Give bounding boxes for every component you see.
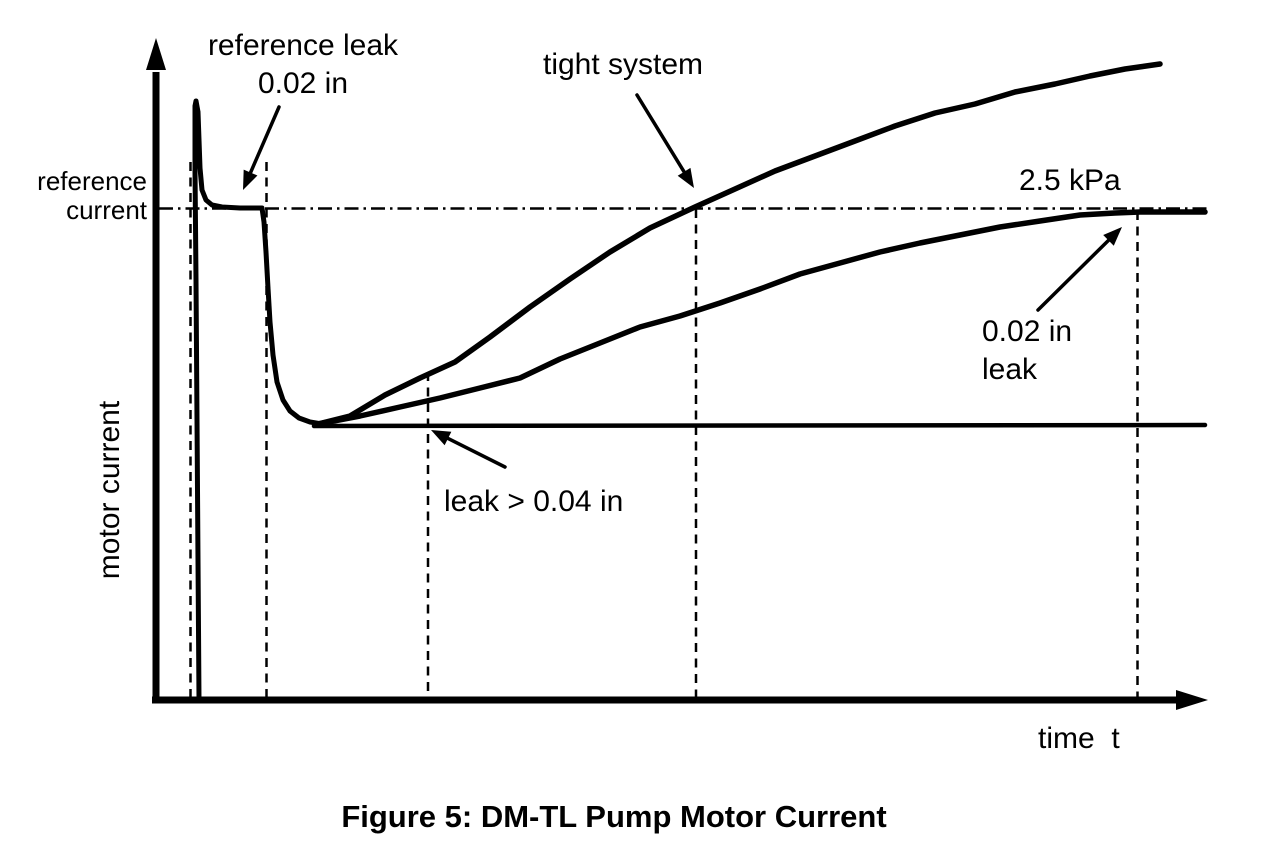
large-leak-annotation: leak > 0.04 in xyxy=(444,485,624,518)
large-leak-arrow-shaft xyxy=(446,436,507,469)
reference-leak-annotation: reference leak 0.02 in xyxy=(207,29,399,100)
reference-leak-arrow-head-icon xyxy=(243,169,258,190)
leak-gt-0-04-in-curve xyxy=(311,422,1208,429)
tight-system-arrow-head-icon xyxy=(677,167,694,188)
large-leak-arrow-head-icon xyxy=(431,430,452,446)
figure-caption: Figure 5: DM-TL Pump Motor Current xyxy=(341,799,887,834)
small-leak-arrow-shaft xyxy=(1036,238,1111,312)
tight-system-curve xyxy=(315,61,1163,427)
reference-leak-arrow-shaft xyxy=(248,105,281,175)
x-axis-label: time t xyxy=(1038,722,1120,755)
small-leak-annotation: 0.02 in leak xyxy=(982,315,1073,386)
startup-reference-measurement-curve xyxy=(192,98,325,702)
reference-current-label: reference current xyxy=(37,166,147,225)
pressure-value-label: 2.5 kPa xyxy=(1019,164,1121,197)
tight-system-annotation: tight system xyxy=(543,48,704,81)
y-axis-label: motor current xyxy=(93,400,126,580)
x-axis-arrowhead-icon xyxy=(1176,690,1208,710)
small-leak-arrow-head-icon xyxy=(1103,227,1122,246)
y-axis-arrowhead-icon xyxy=(146,38,166,70)
tight-system-arrow-shaft xyxy=(635,93,686,174)
leak-0-02-in-curve xyxy=(315,209,1208,427)
